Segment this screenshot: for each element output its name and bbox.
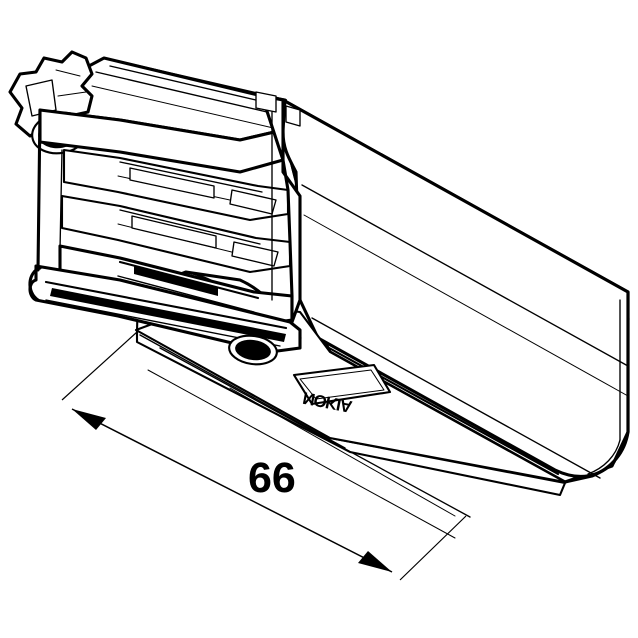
head-flange-groove [50,288,286,342]
head-rail-top-line-3 [91,85,283,131]
main-housing-body [281,98,630,484]
rail-channel-stack [58,148,294,328]
brand-badge: NOKIA [292,363,392,416]
left-arrowhead [72,409,106,430]
badge-plate-inner-outline [299,369,385,400]
dimension-extension-line-left [61,331,138,401]
head-clamp-inner-1 [25,79,57,117]
dimension-value: 66 [248,454,296,502]
base-plate-line-1 [139,334,346,449]
dimension-line [71,408,393,573]
body-lower-edge-1 [318,341,560,476]
body-parting-line-2 [303,214,629,397]
head-left-wall-inner [59,149,63,251]
body-right-bottom-curve-inner [587,439,621,475]
head-notch-2 [285,105,301,127]
base-plate-line-2 [229,387,456,517]
rail-channel-2-slot [131,215,217,249]
mounting-face-groove-2 [147,369,456,539]
rail-channel-3-slot [134,266,218,296]
head-right-shoulder [260,94,302,324]
mounting-face-groove-1 [159,347,471,518]
body-lower-edge-2 [311,317,601,479]
dimension-annotation-66: 66 [61,331,467,581]
head-clamp-inner-3 [57,91,87,97]
head-left-wall-edge [36,108,42,272]
track-adapter-head [8,50,302,354]
rail-channel-1-slot [129,167,215,199]
rail-channel-1-line [119,161,263,193]
head-flange-line-1 [44,280,288,330]
screw-hole [228,334,278,366]
dimension-extension-line-right [399,515,467,581]
screw-hole-bore [235,339,271,361]
rail-channel-3-line [118,260,260,300]
rail-channel-2-line [119,209,261,245]
body-parting-line-1 [301,184,629,367]
right-arrowhead [358,551,392,572]
rail-channel-2-contact [231,241,279,267]
body-right-bottom-curve [563,430,630,484]
head-clamp-inner-2 [55,69,81,77]
badge-plate-outline [292,363,392,406]
head-bottom-flange [28,264,302,354]
head-notch-1 [255,91,277,113]
head-rail-top-line-2 [95,71,285,117]
